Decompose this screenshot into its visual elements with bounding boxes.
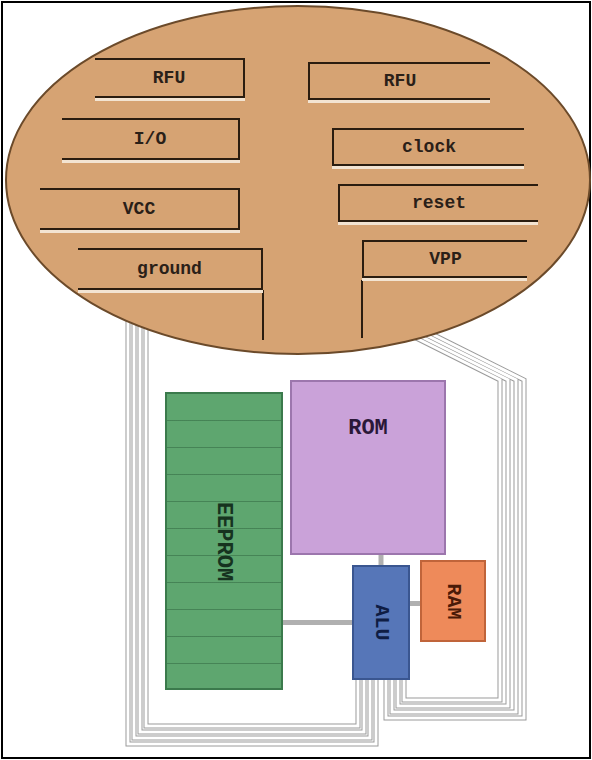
contact-pad-segment: VCC — [40, 188, 240, 230]
contact-label: VCC — [123, 199, 155, 219]
memory-block: ROM — [290, 380, 446, 555]
contact-label: VPP — [429, 249, 461, 269]
contact-pad-segment: I/O — [62, 118, 240, 160]
contact-label: RFU — [153, 68, 185, 88]
contact-pad — [6, 6, 590, 354]
contact-label: RFU — [384, 71, 416, 91]
block-label: EEPROM — [212, 501, 237, 580]
memory-block: RAM — [420, 560, 486, 642]
block-label: ROM — [348, 416, 388, 441]
contact-label: clock — [402, 137, 456, 157]
contact-label: I/O — [134, 129, 166, 149]
contact-label: reset — [412, 193, 466, 213]
block-label: ALU — [369, 604, 392, 640]
contact-pad-segment: VPP — [362, 240, 527, 278]
contact-pad-segment: RFU — [308, 62, 490, 100]
memory-block: EEPROM — [165, 392, 283, 690]
contact-pad-segment: RFU — [95, 58, 245, 98]
pad-divider — [361, 280, 363, 338]
pad-divider — [262, 290, 264, 340]
contact-label: ground — [137, 259, 202, 279]
bus-wire — [410, 601, 420, 606]
contact-pad-segment: reset — [338, 184, 538, 222]
processor-block: ALU — [352, 565, 410, 680]
contact-pad-segment: ground — [78, 248, 263, 290]
contact-pad-segment: clock — [332, 128, 524, 166]
block-label: RAM — [441, 583, 464, 619]
bus-wire — [379, 555, 384, 565]
bus-wire — [283, 620, 352, 625]
